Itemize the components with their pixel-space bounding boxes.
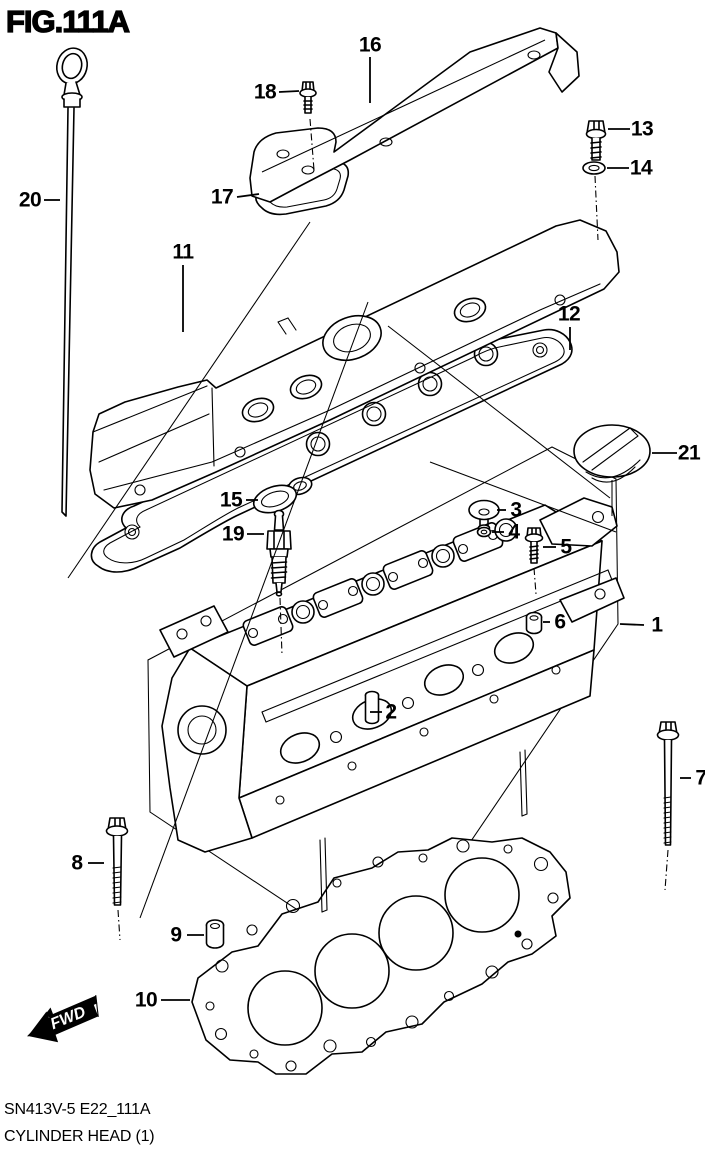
callout-7: 7 [695, 766, 705, 790]
callout-2: 2 [385, 700, 397, 724]
washer-part-14 [582, 161, 606, 175]
dowel-part-9 [205, 919, 225, 949]
callout-3: 3 [510, 498, 522, 522]
bolt-part-5 [524, 527, 544, 564]
callout-9: 9 [170, 923, 182, 947]
callout-10: 10 [134, 988, 158, 1012]
figure-title: FIG.111A [5, 3, 130, 39]
callout-17: 17 [210, 185, 234, 209]
callout-18: 18 [253, 80, 277, 104]
screw-part-18 [299, 81, 317, 114]
valve-cover-gasket-part-12 [90, 328, 573, 573]
callout-21: 21 [677, 441, 701, 465]
callout-19: 19 [221, 522, 245, 546]
callout-1: 1 [651, 613, 663, 637]
callout-8: 8 [71, 851, 83, 875]
projection-lines [67, 221, 617, 919]
callout-14: 14 [629, 156, 653, 180]
cylinder-head-part-1 [159, 497, 625, 913]
valve-guide-part-2 [364, 690, 380, 725]
fwd-arrow-top-face [32, 995, 98, 1033]
oil-filler-cap-part-21 [573, 424, 651, 483]
cylinder-head-cover-part-11 [89, 219, 620, 509]
oil-dipstick-part-20 [56, 47, 88, 517]
callout-16: 16 [358, 33, 382, 57]
leader-line-18 [278, 90, 300, 93]
callout-6: 6 [554, 610, 566, 634]
spark-plug-part-19 [266, 509, 292, 597]
leader-line-1 [619, 623, 645, 626]
pin-part-6 [525, 611, 543, 635]
callout-15: 15 [219, 488, 243, 512]
figure-caption: CYLINDER HEAD (1) [4, 1128, 155, 1145]
head-cover-shield-part-16 [249, 27, 580, 203]
head-gasket-part-10 [191, 837, 571, 1075]
leader-line-17 [236, 193, 260, 198]
callout-13: 13 [630, 117, 654, 141]
bolt-part-7 [656, 721, 680, 846]
callout-5: 5 [560, 535, 572, 559]
nut-part-4 [476, 526, 492, 538]
seal-part-15 [252, 476, 313, 514]
bolt-part-8 [105, 817, 129, 906]
document-code: SN413V-5 E22_111A [4, 1101, 151, 1118]
callout-12: 12 [557, 302, 581, 326]
bolt-part-13 [585, 120, 607, 161]
assembly-axis-lines [117, 118, 669, 941]
callout-4: 4 [508, 520, 520, 544]
callout-leader-lines [44, 57, 691, 1001]
gasket-locating-dot [514, 930, 522, 938]
callout-20: 20 [18, 188, 42, 212]
callout-11: 11 [172, 240, 194, 264]
